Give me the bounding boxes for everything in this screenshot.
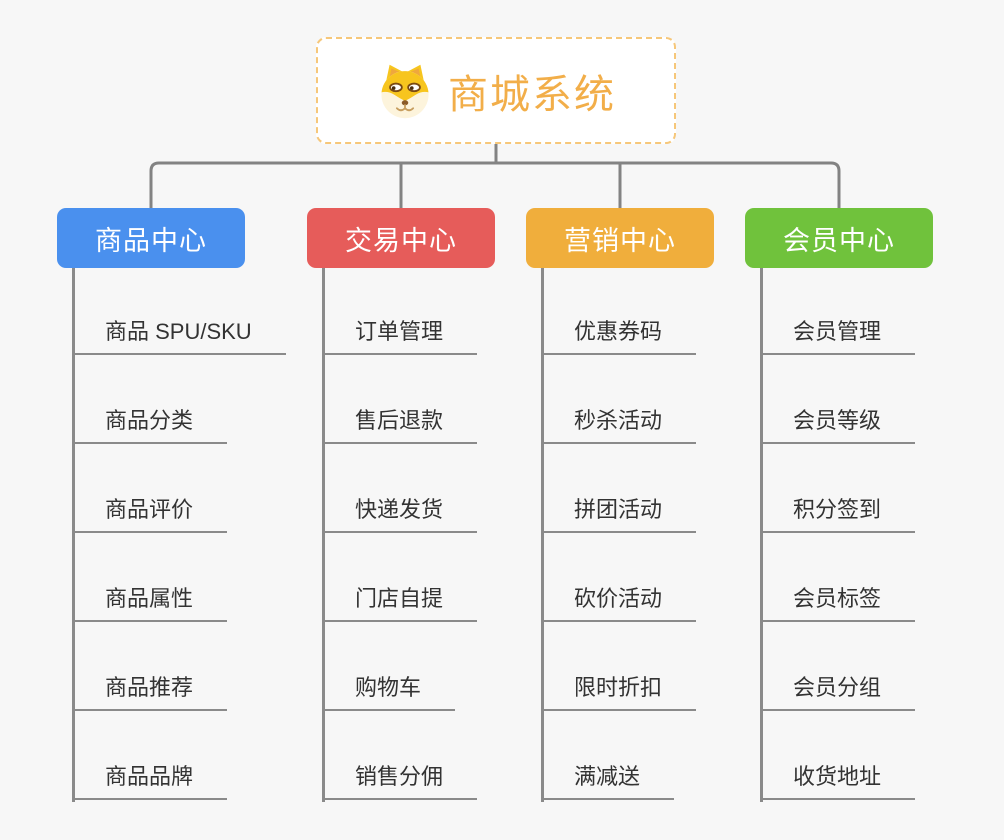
branch-label: 交易中心 <box>345 225 457 256</box>
leaf-node[interactable]: 商品评价 <box>72 491 228 533</box>
branch-trunk-line <box>322 268 325 802</box>
leaf-node[interactable]: 拼团活动 <box>541 491 697 533</box>
leaf-node[interactable]: 快递发货 <box>322 491 478 533</box>
branch-node-trade-center[interactable]: 交易中心 <box>307 208 495 268</box>
leaf-node[interactable]: 优惠券码 <box>541 313 697 355</box>
leaf-node[interactable]: 满减送 <box>541 758 675 800</box>
leaf-node[interactable]: 收货地址 <box>760 758 916 800</box>
leaf-node[interactable]: 销售分佣 <box>322 758 478 800</box>
leaf-node[interactable]: 商品分类 <box>72 402 228 444</box>
leaf-node[interactable]: 订单管理 <box>322 313 478 355</box>
leaf-node[interactable]: 门店自提 <box>322 580 478 622</box>
leaf-node[interactable]: 限时折扣 <box>541 669 697 711</box>
branch-trunk-line <box>541 268 544 802</box>
branch-label: 会员中心 <box>783 225 895 256</box>
branch-node-member-center[interactable]: 会员中心 <box>745 208 933 268</box>
leaf-node[interactable]: 秒杀活动 <box>541 402 697 444</box>
leaf-node[interactable]: 会员标签 <box>760 580 916 622</box>
dog-face-icon <box>376 62 434 120</box>
leaf-node[interactable]: 砍价活动 <box>541 580 697 622</box>
branch-node-marketing-center[interactable]: 营销中心 <box>526 208 714 268</box>
leaf-node[interactable]: 购物车 <box>322 669 456 711</box>
leaf-node[interactable]: 积分签到 <box>760 491 916 533</box>
branch-trunk-line <box>760 268 763 802</box>
root-title: 商城系统 <box>448 72 616 117</box>
branch-trunk-line <box>72 268 75 802</box>
leaf-node[interactable]: 售后退款 <box>322 402 478 444</box>
leaf-node[interactable]: 商品属性 <box>72 580 228 622</box>
leaf-node[interactable]: 会员等级 <box>760 402 916 444</box>
branch-label: 商品中心 <box>95 225 207 256</box>
leaf-node[interactable]: 商品品牌 <box>72 758 228 800</box>
root-node[interactable]: 商城系统 <box>316 37 676 144</box>
leaf-node[interactable]: 会员分组 <box>760 669 916 711</box>
leaf-node[interactable]: 商品推荐 <box>72 669 228 711</box>
branch-node-product-center[interactable]: 商品中心 <box>57 208 245 268</box>
leaf-node[interactable]: 商品 SPU/SKU <box>72 313 286 355</box>
branch-label: 营销中心 <box>564 225 676 256</box>
leaf-node[interactable]: 会员管理 <box>760 313 916 355</box>
